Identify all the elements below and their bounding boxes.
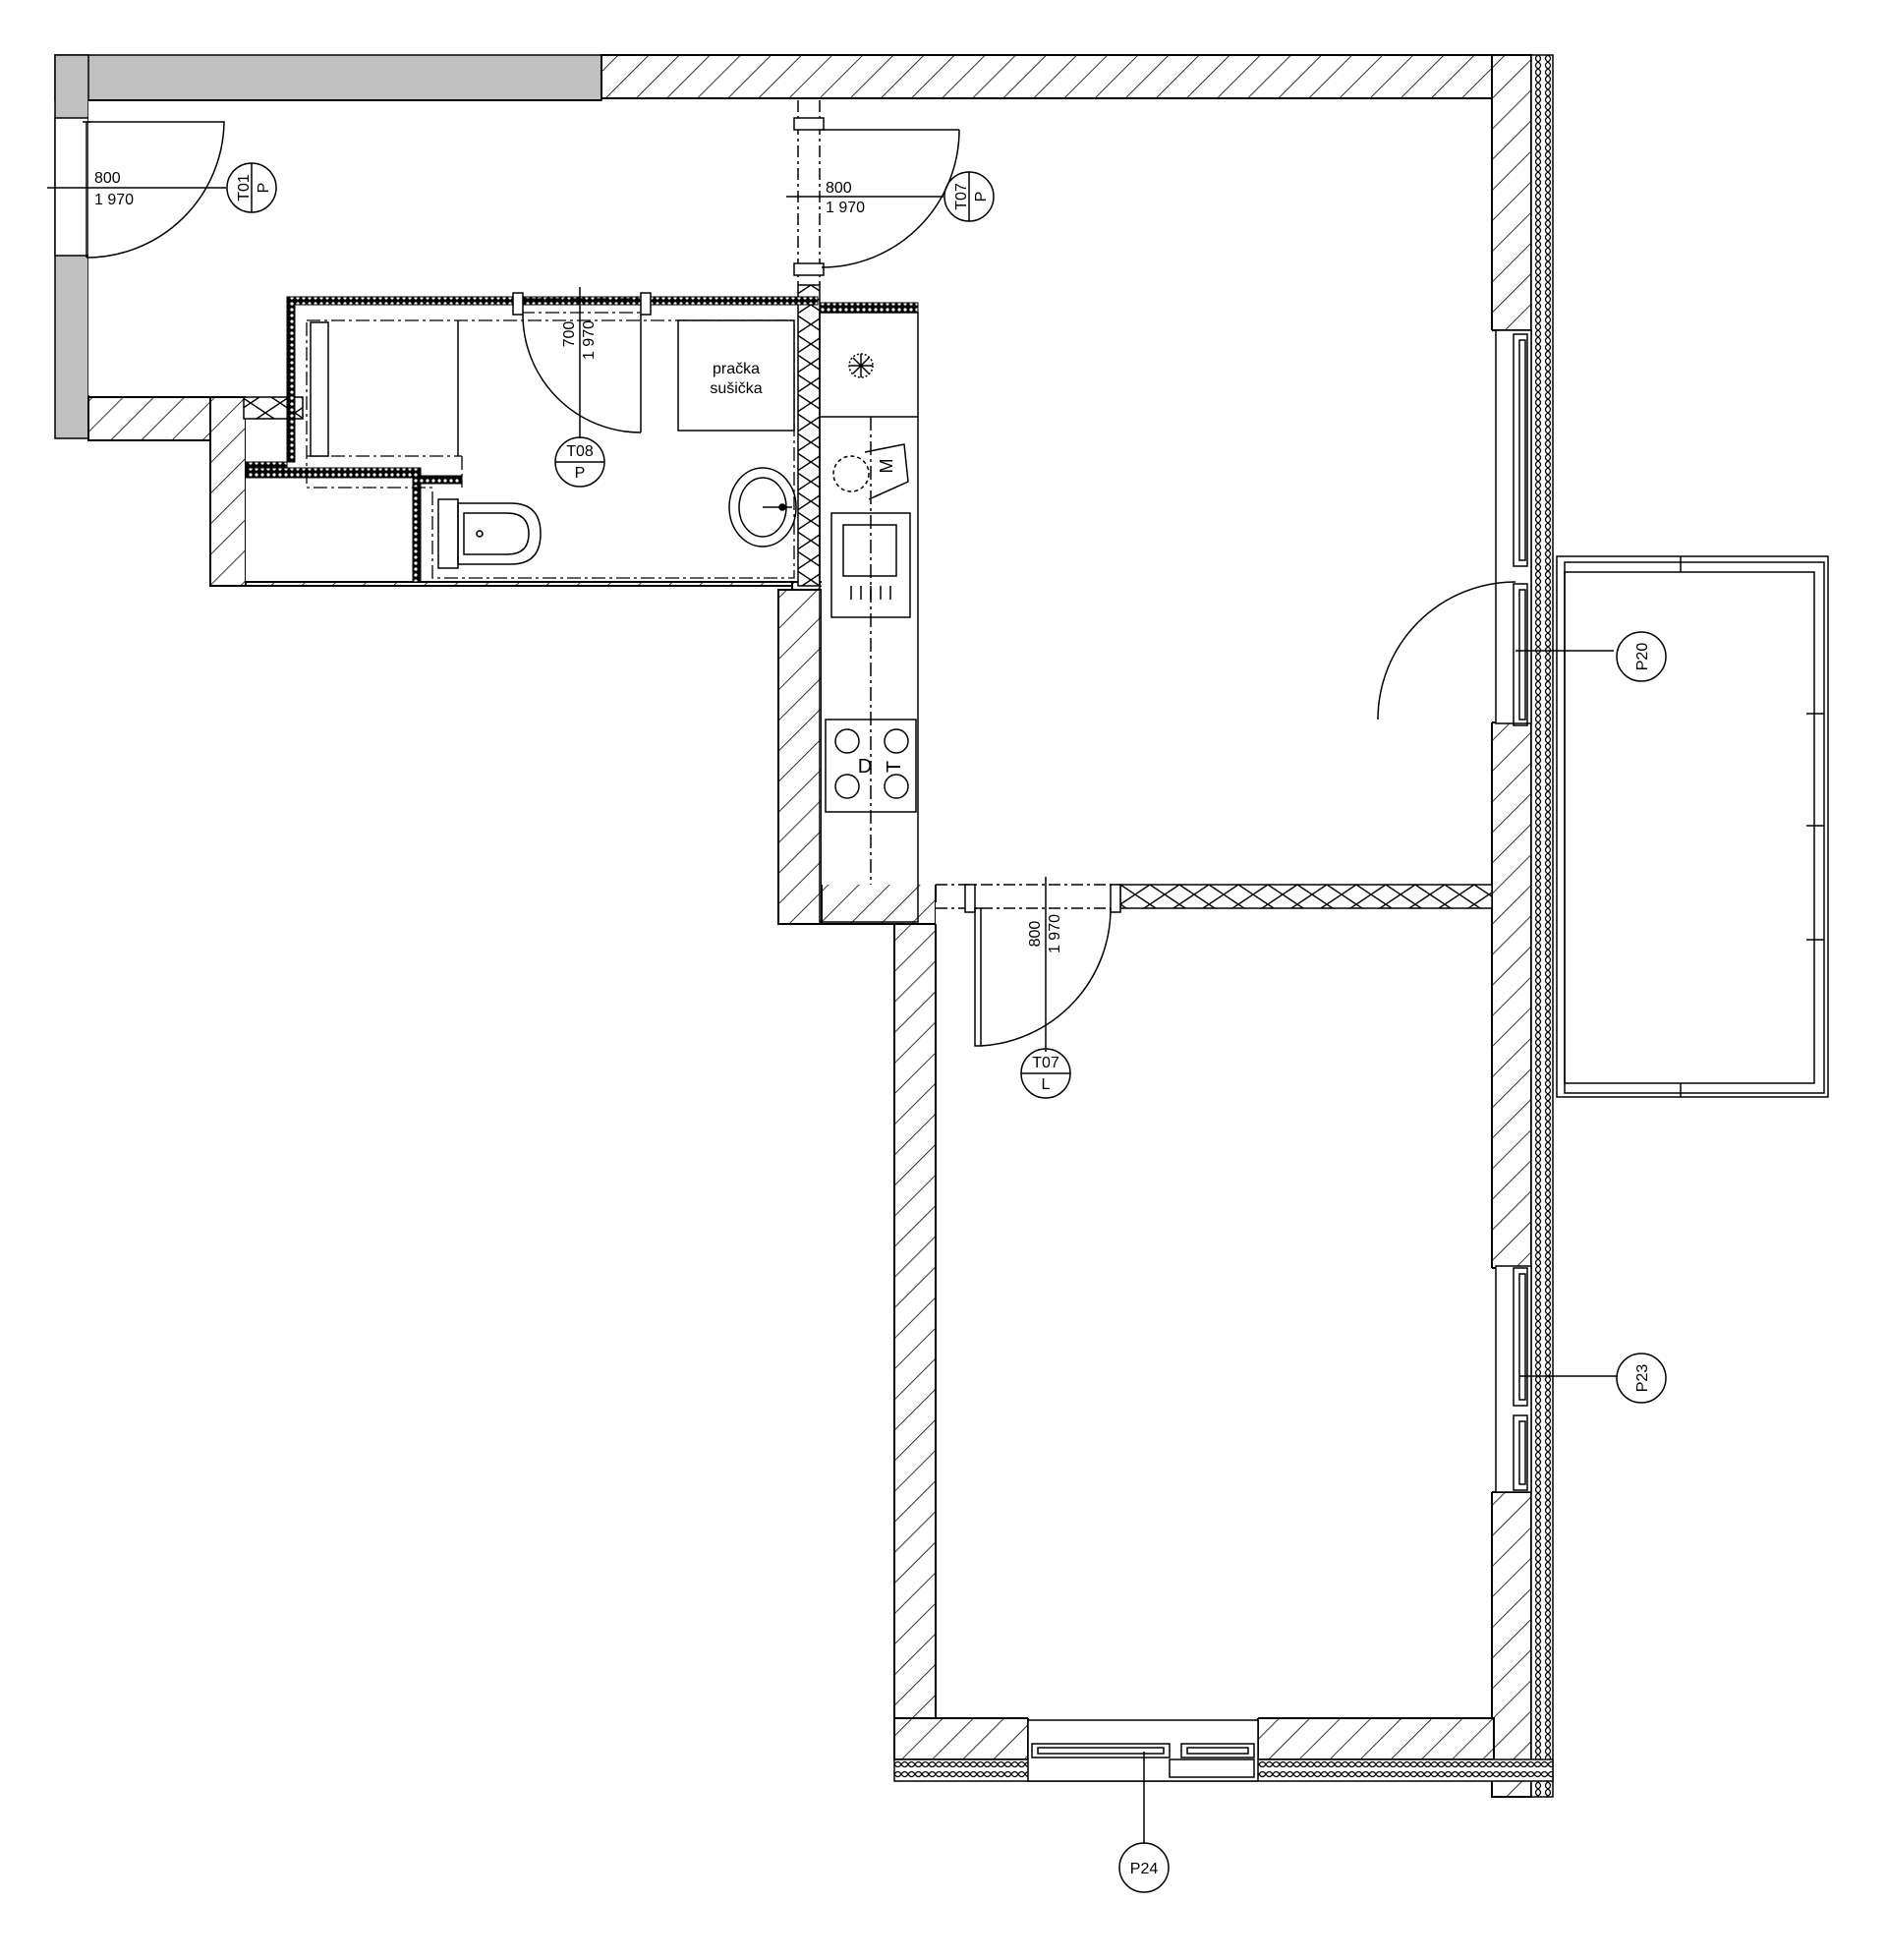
door-t07-top-width: 800 bbox=[826, 180, 852, 197]
door-t07-top-code: T07 bbox=[953, 183, 970, 210]
door-t08-side: P bbox=[575, 465, 586, 482]
sink-icon bbox=[728, 467, 797, 548]
microwave-icon: M bbox=[832, 443, 909, 500]
window-p24: P24 bbox=[1027, 1719, 1259, 1893]
partition-walls bbox=[243, 284, 1493, 909]
door-t07-top-height: 1 970 bbox=[826, 200, 865, 216]
door-t08-width: 700 bbox=[561, 321, 578, 348]
door-t08: 700 1 970 T08 P bbox=[512, 287, 652, 488]
oven-letter: D bbox=[858, 756, 872, 778]
door-t01: 800 1 970 T01 P bbox=[47, 121, 277, 259]
existing-walls bbox=[54, 54, 602, 439]
door-t08-code: T08 bbox=[566, 443, 594, 460]
structural-walls bbox=[87, 54, 1532, 1798]
door-t01-side: P bbox=[256, 183, 272, 194]
micro-letter: M bbox=[877, 459, 896, 474]
door-t07-mid-code: T07 bbox=[1032, 1055, 1059, 1071]
door-t01-code: T01 bbox=[236, 174, 253, 202]
window-p20: P20 bbox=[1377, 329, 1667, 726]
door-t07-mid-width: 800 bbox=[1027, 921, 1044, 948]
toilet-icon bbox=[437, 498, 542, 569]
door-t07-mid-height: 1 970 bbox=[1047, 914, 1063, 953]
hob-letter: T bbox=[884, 761, 905, 773]
door-t01-height: 1 970 bbox=[94, 192, 134, 208]
bathroom: pračka sušička bbox=[245, 296, 919, 583]
dryer-label: sušička bbox=[710, 380, 762, 397]
door-t07-mid-side: L bbox=[1042, 1076, 1051, 1093]
door-t07-top-side: P bbox=[973, 192, 990, 202]
window-p20-tag: P20 bbox=[1634, 643, 1651, 671]
door-t01-width: 800 bbox=[94, 170, 121, 187]
kitchen-counter: M D T bbox=[819, 312, 919, 923]
door-t07-top: 800 1 970 T07 P bbox=[786, 129, 995, 268]
window-p23: P23 bbox=[1495, 1265, 1667, 1493]
washer-label: pračka bbox=[713, 361, 760, 377]
window-p23-tag: P23 bbox=[1634, 1364, 1651, 1393]
balcony bbox=[1556, 555, 1829, 1098]
extractor-icon bbox=[848, 353, 874, 378]
door-t08-height: 1 970 bbox=[581, 320, 598, 360]
corridor-partition bbox=[793, 100, 825, 285]
window-p24-tag: P24 bbox=[1130, 1861, 1159, 1877]
hob-icon: D T bbox=[825, 719, 917, 813]
room-outlines bbox=[88, 97, 1493, 1719]
oven-icon bbox=[830, 512, 911, 618]
room-interiors bbox=[88, 98, 1492, 1718]
washer-dryer: pračka sušička bbox=[677, 319, 795, 432]
door-t07-mid: 800 1 970 T07 L bbox=[936, 877, 1121, 1099]
